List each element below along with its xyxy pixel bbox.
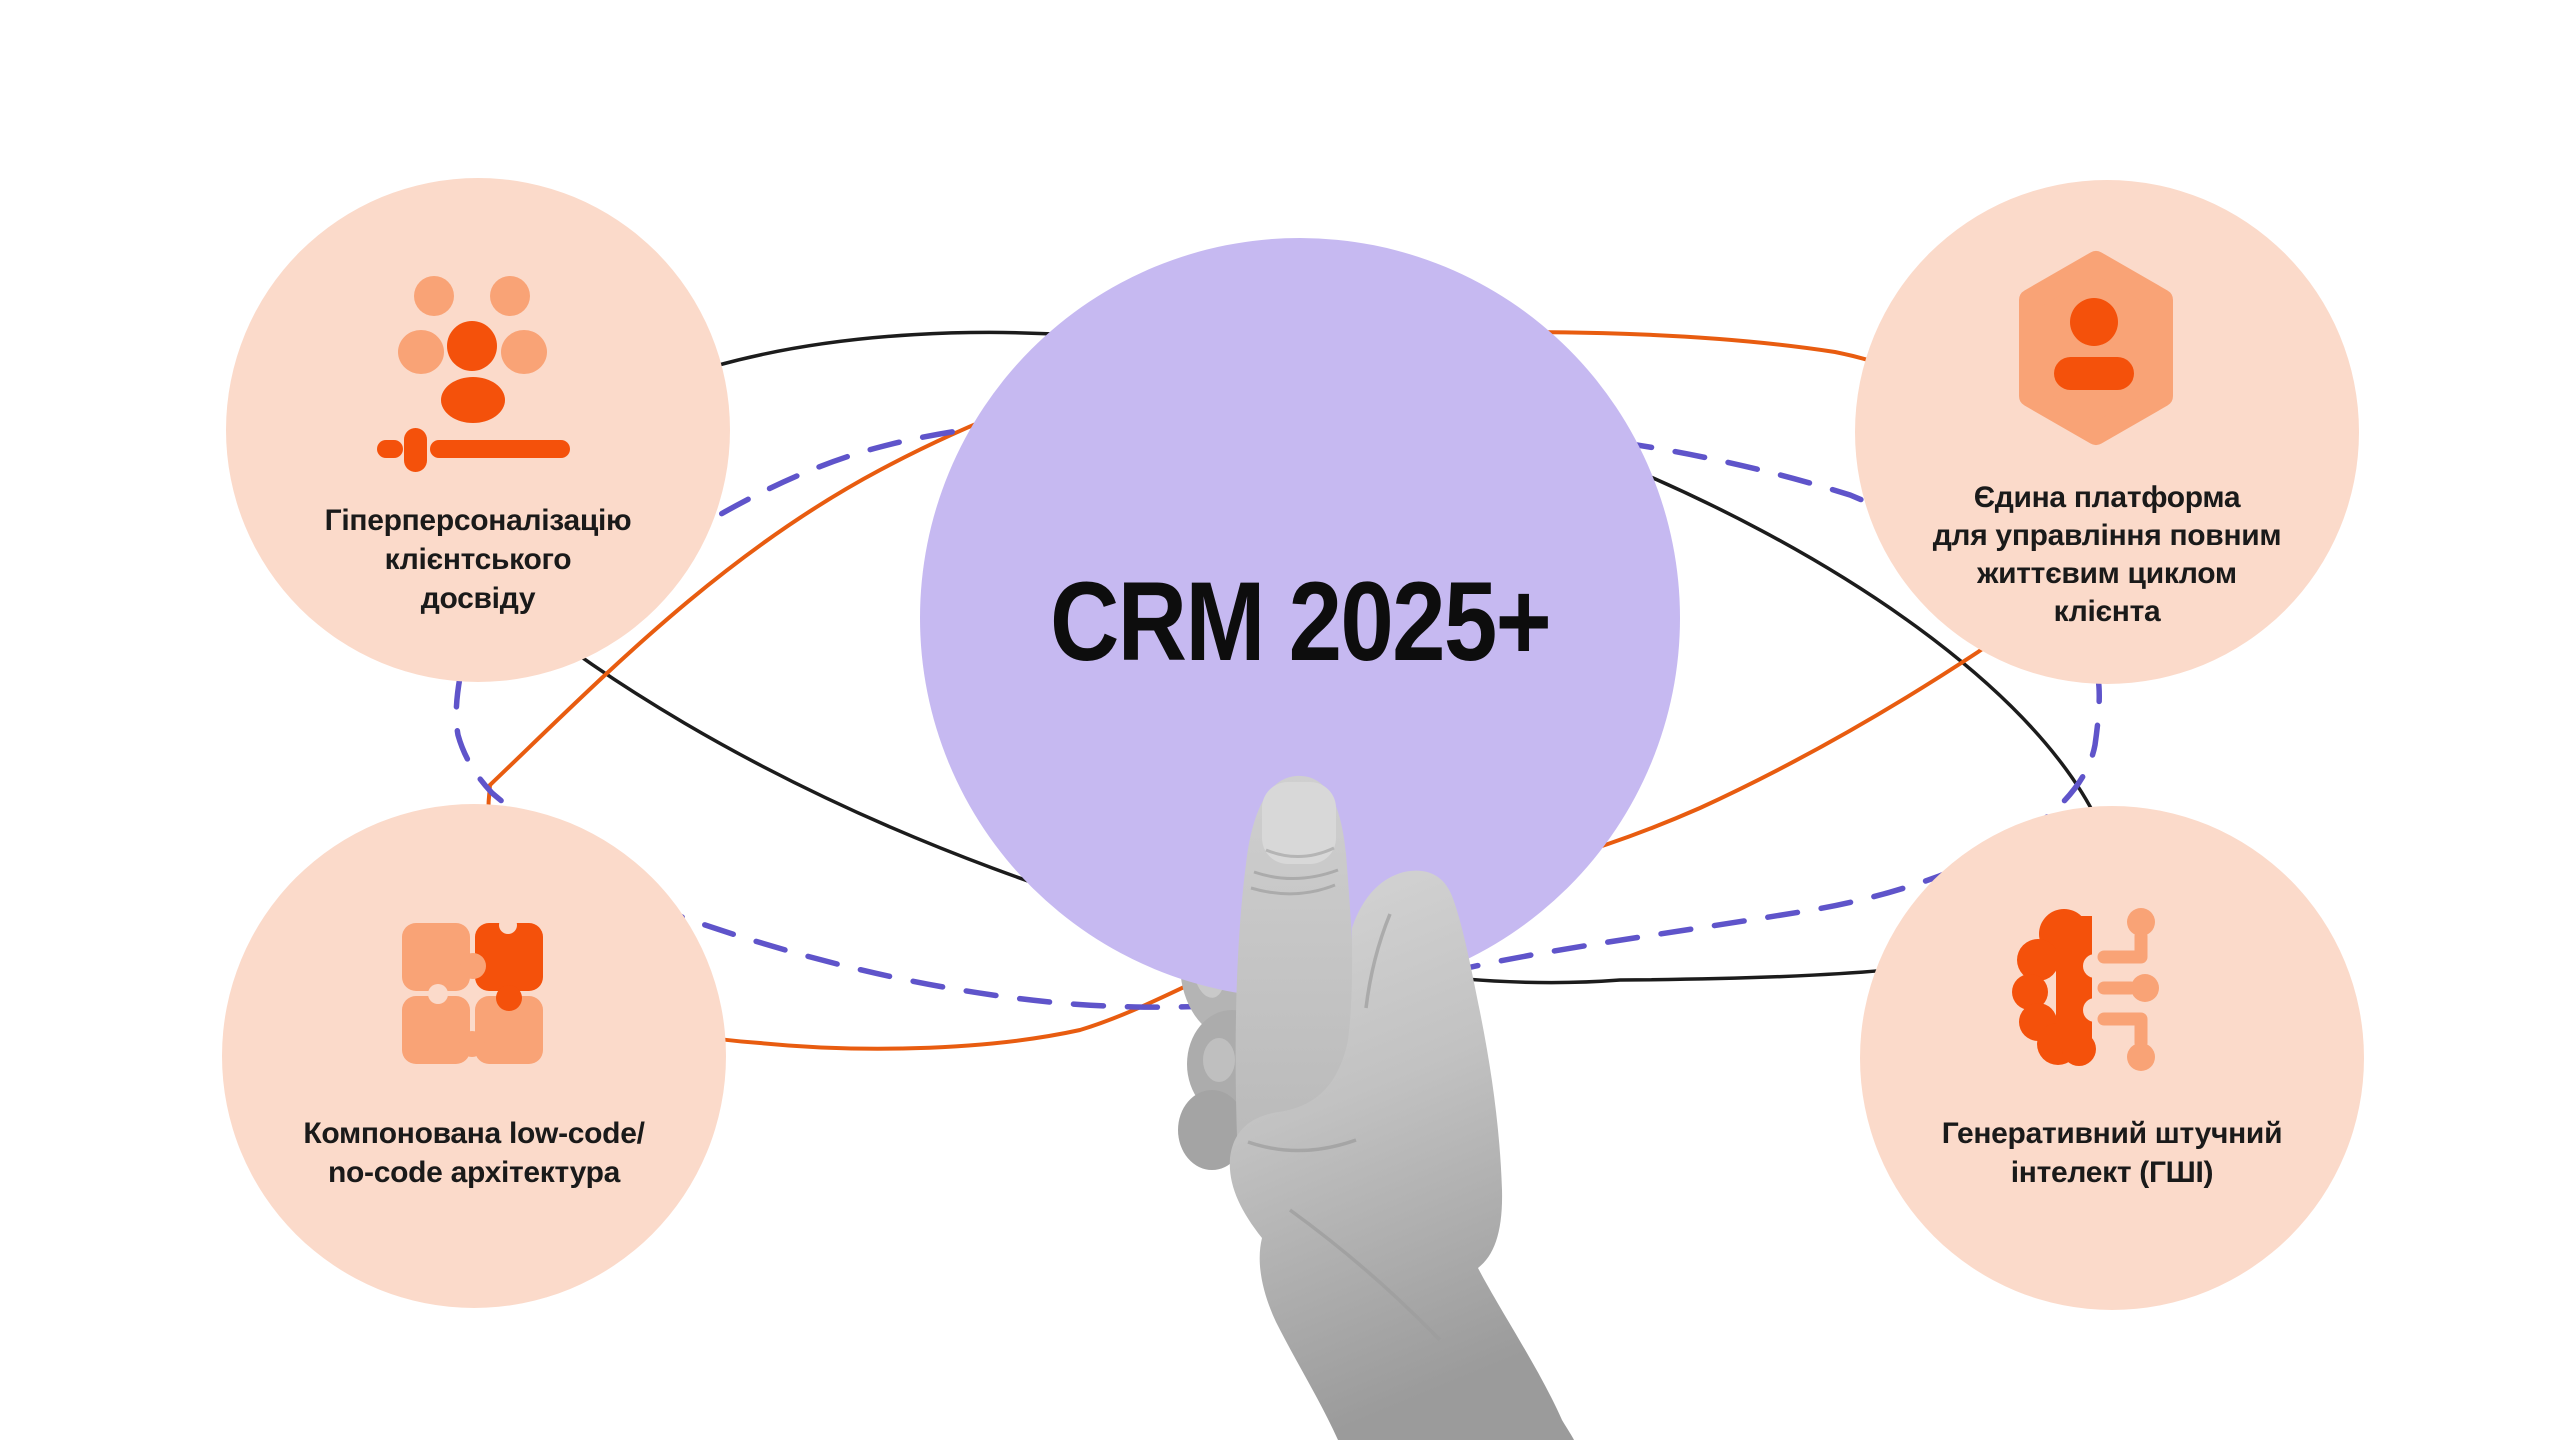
hand-creases xyxy=(1247,913,1442,1342)
hexagon-person-icon xyxy=(2019,251,2173,445)
bubble-label-line: Гіперперсоналізацію xyxy=(325,504,632,537)
center-node: CRM 2025+ xyxy=(920,238,1680,998)
bubble-label-line: no-code архітектура xyxy=(328,1156,621,1189)
orbit-dashed-violet-line xyxy=(453,410,2102,1010)
bubble-label-line: Генеративний штучний xyxy=(1942,1117,2282,1150)
ai-brain-circuit-icon xyxy=(2012,908,2159,1071)
bubble-circle xyxy=(1860,806,2364,1310)
center-title: CRM 2025+ xyxy=(1050,559,1550,684)
bubble-label-line: життєвим циклом xyxy=(1976,557,2237,590)
nail-base-line xyxy=(1265,846,1335,859)
bubble-circle xyxy=(226,178,730,682)
bubble-label-line: для управління повним xyxy=(1933,519,2282,552)
hand xyxy=(1229,775,1574,1440)
fingernail xyxy=(1262,782,1336,864)
bubble-label-line: Компонована low-code/ xyxy=(303,1117,645,1150)
bubble-label-line: клієнтського xyxy=(385,543,572,576)
puzzle-icon xyxy=(402,916,543,1064)
audience-personalization-icon xyxy=(377,276,570,472)
finger-creases xyxy=(1250,868,1339,896)
bubble-label-line: Єдина платформа xyxy=(1974,481,2241,514)
bubble-label-line: інтелект (ГШІ) xyxy=(2011,1156,2214,1189)
center-circle xyxy=(920,238,1680,998)
bubble-low-code-architecture: Компонована low-code/ no-code архітектур… xyxy=(222,804,726,1308)
bubble-label-line: клієнта xyxy=(2054,595,2161,628)
bubble-hyper-personalization: Гіперперсоналізацію клієнтського досвіду xyxy=(226,178,730,682)
bubble-generative-ai: Генеративний штучний інтелект (ГШІ) xyxy=(1860,806,2364,1310)
hand-fist-and-wrist xyxy=(1229,870,1574,1440)
bubble-label-line: досвіду xyxy=(421,582,536,615)
bubble-unified-platform: Єдина платформа для управління повним жи… xyxy=(1855,180,2359,684)
